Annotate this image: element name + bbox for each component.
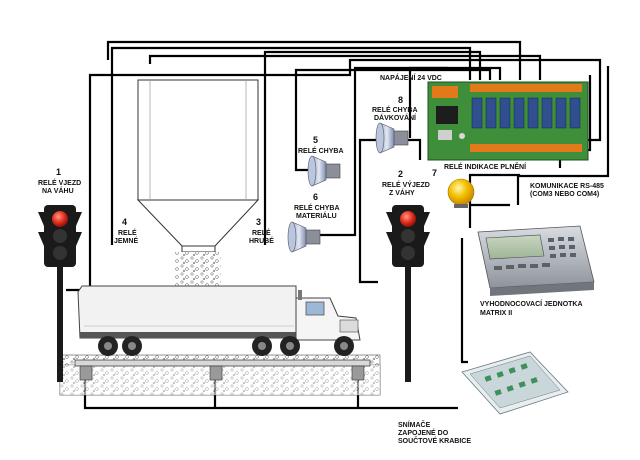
- label-2-line1: RELÉ VÝJEZD: [382, 180, 430, 189]
- labels: 1 RELÉ VJEZD NA VÁHU 2 RELÉ VÝJEZD Z VÁH…: [38, 73, 604, 445]
- sensors-label-line1: SNÍMAČE: [398, 420, 431, 429]
- unit-label-line2: MATRIX II: [480, 310, 512, 317]
- label-2-line2: Z VÁHY: [389, 188, 415, 197]
- falling-material: [175, 252, 221, 286]
- truck-wheels: [98, 336, 354, 356]
- label-1-line2: NA VÁHU: [42, 186, 74, 195]
- sensors-label-line3: SOUČTOVÉ KRABICE: [398, 436, 471, 445]
- comm-label-line1: KOMUNIKACE RS-485: [530, 183, 604, 190]
- label-1-number: 1: [56, 167, 61, 177]
- load-cell-left: [79, 365, 93, 381]
- label-2-number: 2: [398, 169, 403, 179]
- label-3-number: 3: [256, 217, 261, 227]
- comm-label-line2: (COM3 NEBO COM4): [530, 191, 599, 198]
- label-6-line1: RELÉ CHYBA: [294, 203, 340, 212]
- sensors-label-line2: ZAPOJENÉ DO: [398, 428, 449, 437]
- label-6-number: 6: [313, 192, 318, 202]
- unit-label-line1: VYHODNOCOVACÍ JEDNOTKA: [480, 299, 583, 308]
- label-5-line1: RELÉ CHYBA: [298, 146, 344, 155]
- label-4-number: 4: [122, 217, 127, 227]
- junction-box: [461, 351, 569, 415]
- filling-indicator-lamp-icon: [447, 178, 475, 208]
- truck: [77, 285, 361, 356]
- label-3-line1: RELÉ: [252, 228, 271, 237]
- label-4-line1: RELÉ: [118, 228, 137, 237]
- label-6-line2: MATERIÁLU: [296, 211, 337, 220]
- label-7-number: 7: [432, 168, 437, 178]
- label-5-number: 5: [313, 135, 318, 145]
- load-cell-middle: [209, 365, 223, 381]
- label-1-line1: RELÉ VJEZD: [38, 178, 81, 187]
- label-8-line1: RELÉ CHYBA: [372, 105, 418, 114]
- label-8-number: 8: [398, 95, 403, 105]
- label-7-line1: RELÉ INDIKACE PLNĚNÍ: [444, 162, 527, 171]
- siren-8-icon: [375, 122, 409, 154]
- label-8-line2: DÁVKOVÁNÍ: [374, 113, 417, 122]
- relays: [471, 97, 581, 129]
- label-4-line2: JEMNÉ: [114, 236, 138, 245]
- traffic-light-exit: [386, 205, 430, 382]
- silo: [136, 79, 260, 286]
- evaluation-unit-matrix: [477, 225, 595, 296]
- siren-5-icon: [307, 155, 341, 187]
- traffic-light-entry: [38, 205, 82, 382]
- load-cell-right: [351, 365, 365, 381]
- siren-6-icon: [287, 221, 321, 253]
- weighbridge: [57, 354, 381, 396]
- power-label: NAPÁJENÍ 24 VDC: [380, 73, 442, 82]
- label-3-line2: HRUBÉ: [249, 236, 274, 245]
- relay-board: [427, 81, 589, 161]
